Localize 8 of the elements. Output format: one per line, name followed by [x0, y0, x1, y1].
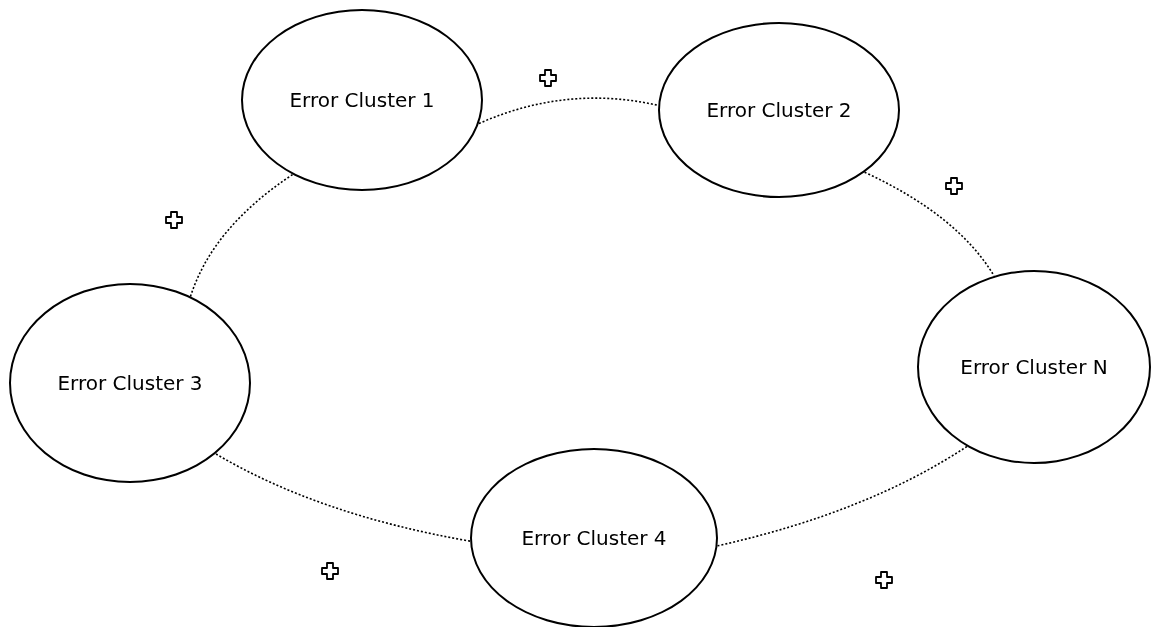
cluster-label: Error Cluster N — [959, 354, 1109, 381]
dotted-connector — [189, 173, 294, 298]
dotted-connector — [716, 445, 968, 547]
dotted-connector — [214, 452, 471, 542]
cluster-label: Error Cluster 3 — [56, 370, 204, 397]
cluster-label: Error Cluster 1 — [288, 87, 436, 114]
cluster-label: Error Cluster 4 — [520, 525, 668, 552]
cluster-label: Error Cluster 2 — [705, 97, 853, 124]
